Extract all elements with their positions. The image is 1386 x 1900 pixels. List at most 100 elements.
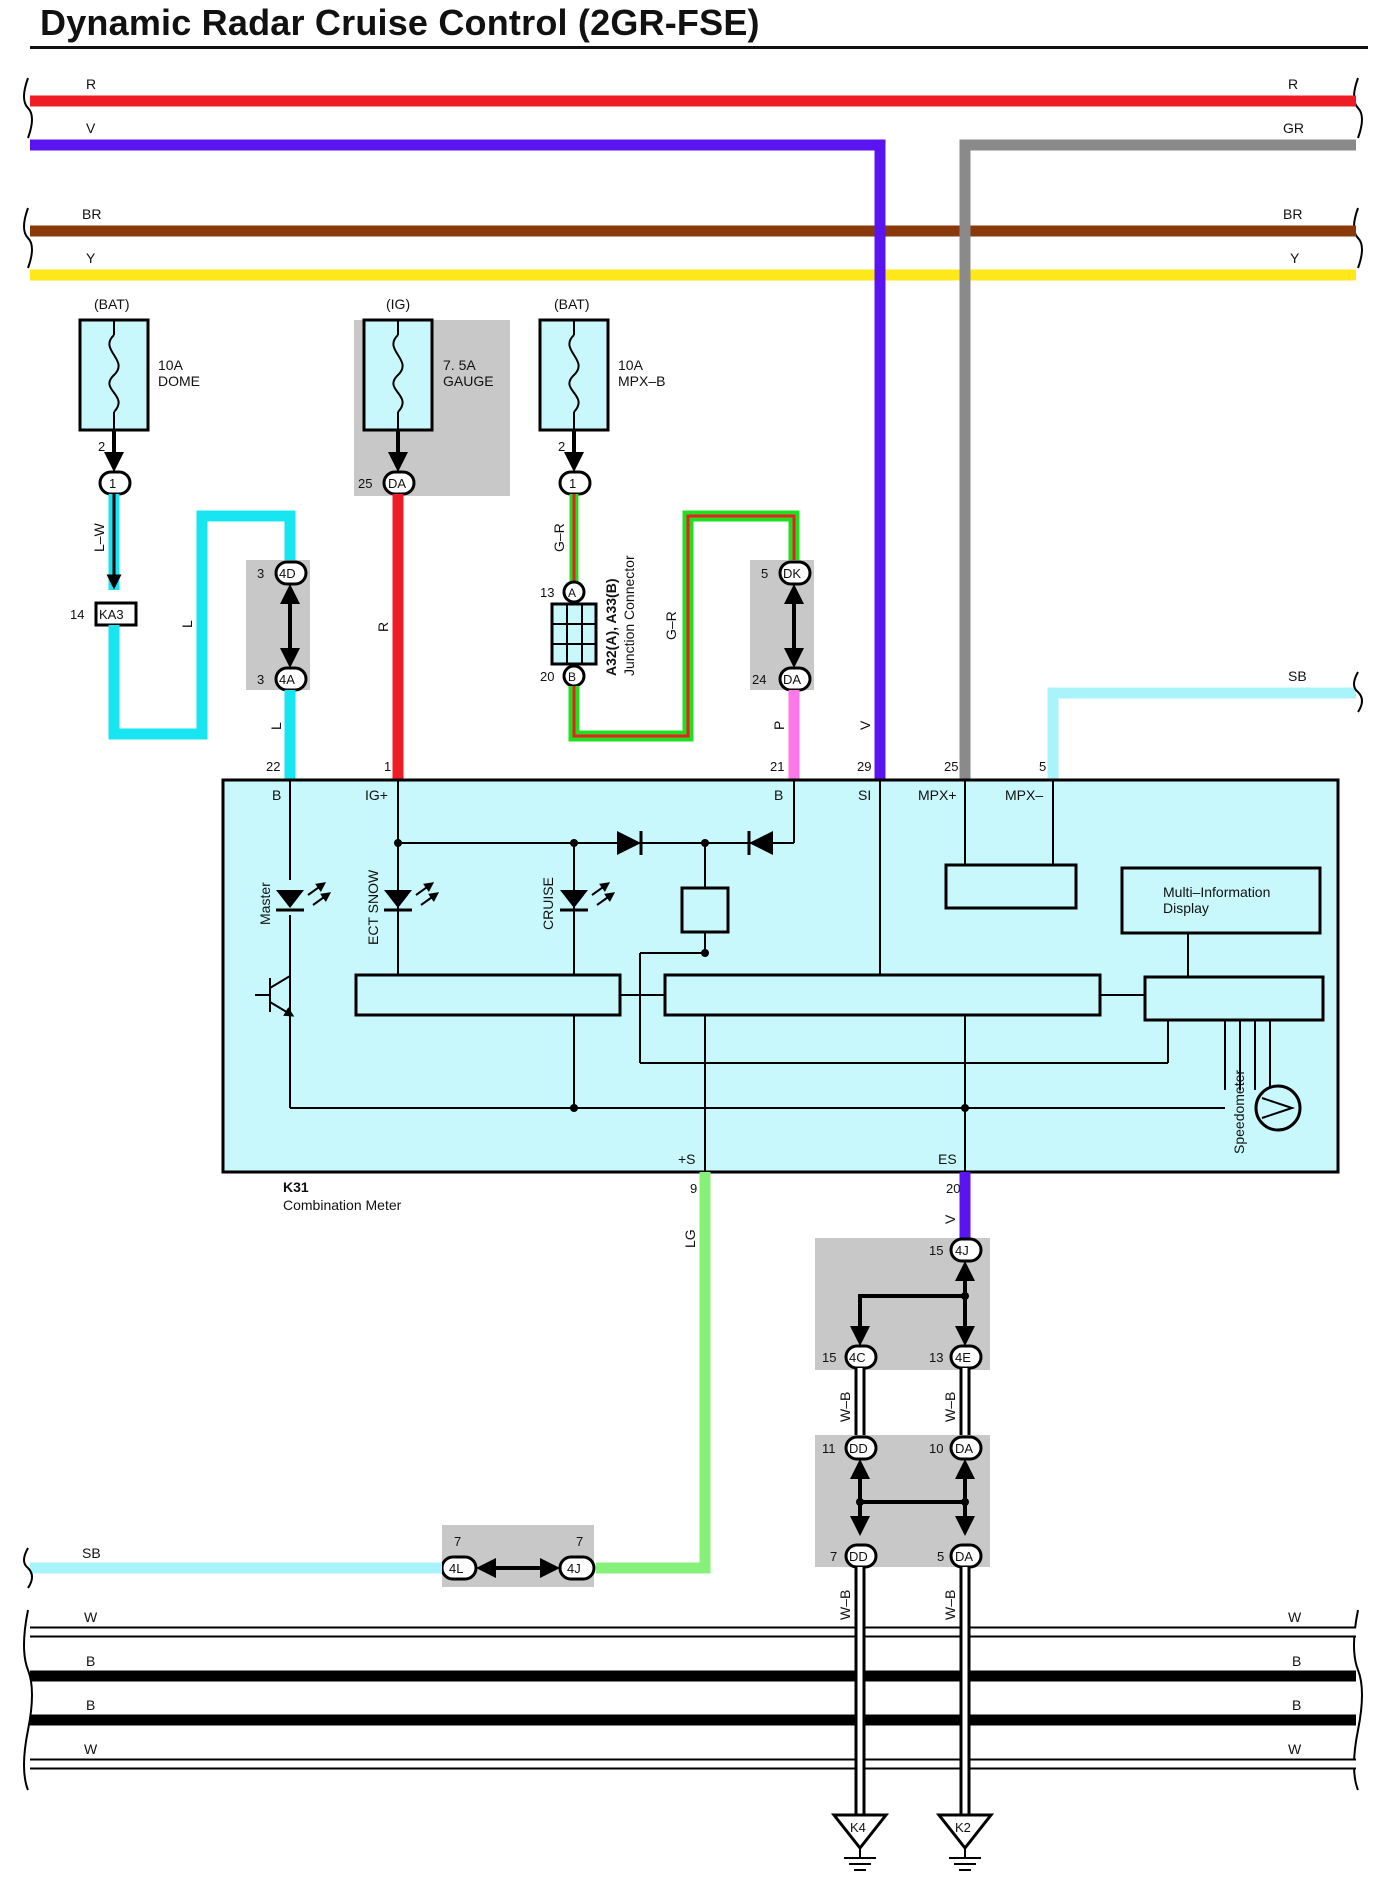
wire-label: W–B: [942, 1392, 958, 1422]
connector-label: DD: [849, 1441, 868, 1456]
connector-label: 4C: [849, 1350, 866, 1365]
ecu-id: K31: [283, 1179, 309, 1195]
mid-label: Display: [1163, 900, 1209, 916]
break-mark-right: [1353, 77, 1363, 139]
connector-label: DA: [955, 1441, 973, 1456]
fuse-mpx-b: (BAT) 10A MPX–B 2 1: [538, 296, 665, 496]
pin-name: IG+: [365, 787, 388, 803]
junction-connector: A 13 B 20 A32(A), A33(B) Junction Connec…: [540, 555, 637, 688]
pin-number: 29: [857, 759, 871, 774]
connector-pill: [558, 1555, 596, 1581]
wire-label: L: [268, 722, 284, 730]
wire-sb-right: [1047, 687, 1356, 780]
fuse-element-icon: [108, 334, 120, 413]
ground-icon: [830, 1813, 890, 1851]
wire-label: W–B: [837, 1590, 853, 1620]
wire-label: V: [857, 720, 873, 730]
pin-name: ES: [938, 1151, 957, 1167]
connector-label: 4L: [449, 1561, 463, 1576]
bus-label: BR: [1283, 206, 1302, 222]
indicator-label: CRUISE: [540, 877, 556, 930]
fuse-dome: (BAT) 10A DOME 2 1: [78, 296, 200, 496]
wire-label: P: [771, 721, 787, 730]
pin-number: 10: [929, 1441, 943, 1456]
transistor-icon: [255, 975, 295, 1017]
bus-label: W: [84, 1741, 98, 1757]
wire-label: G–R: [663, 611, 679, 640]
pin-name: B: [774, 787, 783, 803]
bus-label: B: [86, 1653, 95, 1669]
connector-label: 4D: [279, 566, 296, 581]
pin-number: 3: [257, 672, 264, 687]
wire-label: G–R: [551, 523, 567, 552]
fuse-element-icon: [392, 334, 404, 413]
fuse-gauge: (IG) 7. 5A GAUGE DA 25: [354, 296, 510, 496]
bus-label: BR: [82, 206, 101, 222]
ground-k2: K2: [935, 1813, 995, 1871]
pin-number: 11: [822, 1441, 836, 1456]
indicator-label: ECT SNOW: [365, 869, 381, 945]
pin-number: 7: [576, 1534, 583, 1549]
pin-name: B: [272, 787, 281, 803]
bus-label: R: [86, 76, 96, 92]
wire-label: LG: [682, 1229, 698, 1248]
ground-k4: K4: [830, 1813, 890, 1871]
pin-number: 7: [830, 1549, 837, 1564]
break-mark-left: [23, 207, 33, 269]
wire-l-loop: [108, 510, 296, 740]
connector-label: A: [568, 586, 576, 600]
junction-name: A32(A), A33(B): [603, 579, 619, 677]
pin-number: 5: [1039, 759, 1046, 774]
indicator-label: Master: [257, 882, 273, 925]
wire-v-drop: [874, 139, 886, 780]
pin-number: 1: [384, 759, 391, 774]
bus-label: B: [1292, 1697, 1301, 1713]
pin-number: 14: [70, 607, 84, 622]
connector-label: DA: [388, 476, 406, 491]
connector-label: 1: [109, 476, 116, 491]
connector-label: 4J: [567, 1561, 581, 1576]
pin-number: 15: [929, 1243, 943, 1258]
diagram-title: Dynamic Radar Cruise Control (2GR-FSE): [40, 2, 760, 43]
ground-label: K4: [850, 1820, 866, 1835]
diode-icon: [617, 831, 641, 855]
connector-label: 1: [569, 476, 576, 491]
relay-coil: [680, 886, 730, 934]
ground-icon: [935, 1813, 995, 1851]
bottom-bus-group: W W B B B B W W: [23, 1609, 1363, 1791]
fuse-amp: 10A: [618, 357, 644, 373]
fuse-amp: 7. 5A: [443, 357, 476, 373]
fuse-name: DOME: [158, 373, 200, 389]
pin-name: +S: [678, 1151, 696, 1167]
connector-label: DD: [849, 1549, 868, 1564]
pin-number: 7: [454, 1534, 461, 1549]
internal-circuit: [289, 780, 1271, 1172]
wire-wb-pair: [854, 1368, 971, 1438]
top-bus-group: R R V GR BR BR Y Y: [23, 76, 1363, 281]
break-mark-left: [23, 1609, 33, 1791]
connector-label: KA3: [99, 607, 124, 622]
pin-name: MPX–: [1005, 787, 1043, 803]
pin-number: 25: [358, 476, 372, 491]
pin-number: 13: [929, 1350, 943, 1365]
pin-number: 2: [558, 439, 565, 454]
break-mark-left: [23, 1547, 33, 1589]
connector-label: DK: [783, 566, 801, 581]
pin-number: 22: [266, 759, 280, 774]
pin-number: 5: [937, 1549, 944, 1564]
bus-label: W: [84, 1609, 98, 1625]
fuse-element-icon: [568, 334, 580, 413]
speedometer-icon: [1254, 1084, 1302, 1132]
speedometer-label: Speedometer: [1231, 1070, 1247, 1154]
pin-number: 21: [770, 759, 784, 774]
break-mark-right: [1353, 671, 1363, 713]
fuse-source: (BAT): [554, 296, 590, 312]
wire-label: W–B: [942, 1590, 958, 1620]
wire-gr-drop: [959, 139, 971, 780]
mid-label: Multi–Information: [1163, 884, 1270, 900]
bus-label: W: [1288, 1609, 1302, 1625]
bus-label: W: [1288, 1741, 1302, 1757]
junction-name-2: Junction Connector: [621, 555, 637, 676]
connector-label: 4J: [955, 1243, 969, 1258]
break-mark-left: [23, 77, 33, 139]
